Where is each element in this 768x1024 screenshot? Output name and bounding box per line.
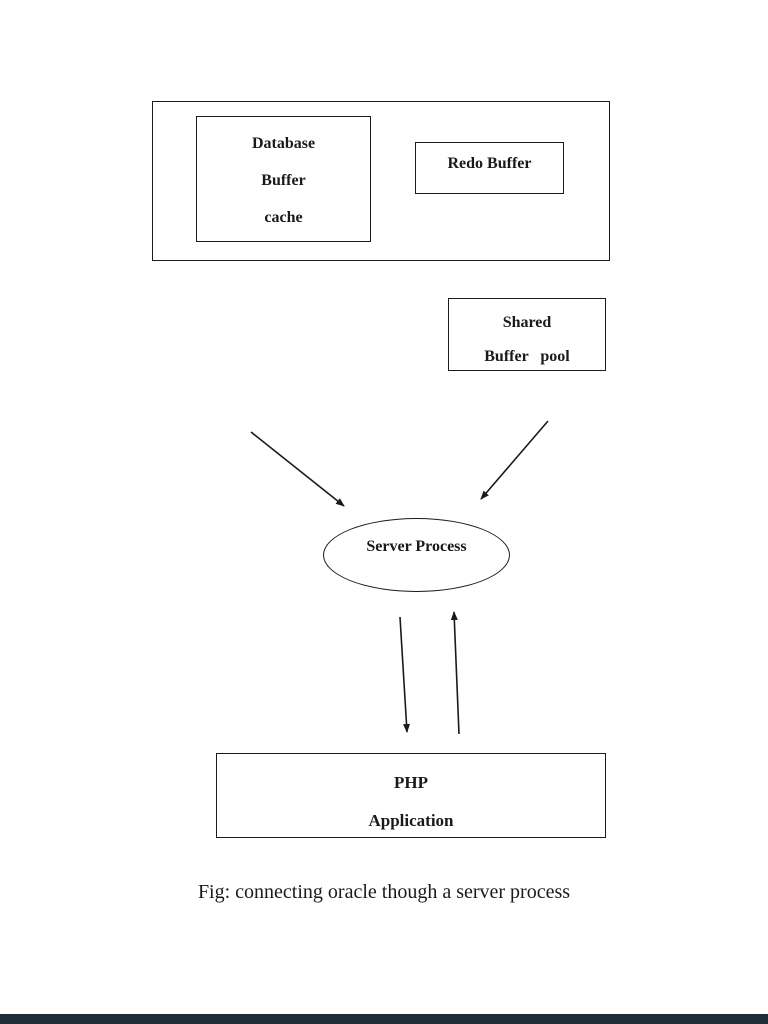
arrow-php-application-to-server-process [450,611,460,735]
php-application-label-line1: PHP [394,773,428,792]
database-buffer-cache-label-line2: Buffer [261,172,306,189]
php-application-box: PHP Application [216,753,606,838]
shared-buffer-pool-label-line2: Buffer pool [484,348,570,365]
arrow-server-process-to-php-application [399,616,411,733]
sga-container-box [152,101,610,261]
shared-buffer-pool-label-line1: Shared [502,314,552,331]
database-buffer-cache-label-line3: cache [264,209,303,226]
shared-buffer-pool-box: Shared Buffer pool [448,298,606,371]
redo-buffer-box: Redo Buffer [415,142,564,194]
server-process-ellipse: Server Process [323,518,510,592]
viewer-bottom-bar [0,1014,768,1024]
database-buffer-cache-label-line1: Database [251,135,316,152]
redo-buffer-label: Redo Buffer [447,155,532,172]
server-process-label: Server Process [366,538,467,555]
figure-caption: Fig: connecting oracle though a server p… [197,881,571,903]
arrow-db-buffer-cache-to-server-process [250,431,345,507]
database-buffer-cache-box: Database Buffer cache [196,116,371,242]
php-application-label-line2: Application [368,811,454,830]
arrow-shared-buffer-pool-to-server-process [480,420,549,500]
